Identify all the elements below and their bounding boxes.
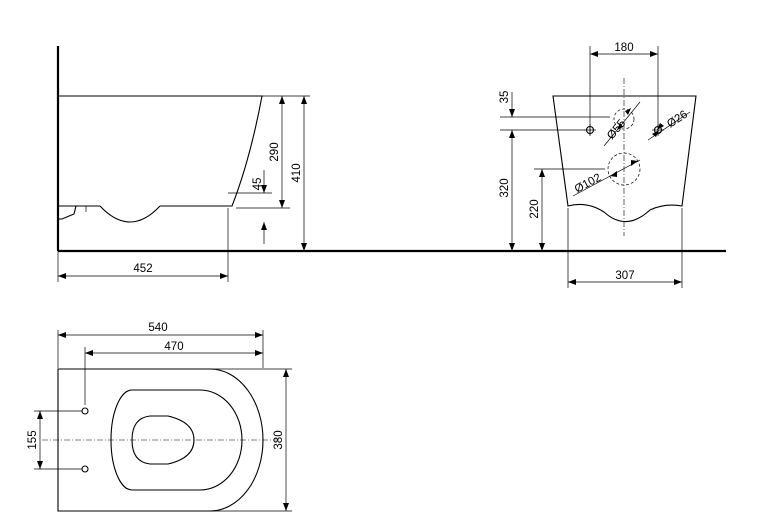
dim-front-bolt-height: 320 — [499, 178, 511, 197]
side-flange — [58, 205, 77, 220]
dim-front-outlet-dia: Ø102 — [573, 172, 603, 196]
top-bolt-lower — [81, 465, 89, 473]
dim-side-outlet: 45 — [252, 178, 264, 191]
front-inlet-circle — [613, 108, 635, 130]
dim-top-bolt-spacing: 155 — [27, 430, 39, 449]
top-outline — [57, 368, 264, 512]
side-view: 452 290 410 45 — [56, 46, 726, 282]
dim-front-bolt-dia: Ø26 — [665, 109, 690, 131]
top-bowl-opening — [131, 415, 195, 465]
dim-front-top-offset: 35 — [499, 91, 511, 104]
dim-top-bolt-to-front: 470 — [164, 341, 183, 353]
dim-side-bowl-height: 290 — [269, 142, 281, 161]
dim-top-width: 380 — [273, 430, 285, 449]
top-rim — [110, 389, 243, 491]
front-bolt-right — [652, 124, 664, 136]
side-outlet-curve — [99, 205, 161, 223]
dim-side-depth: 452 — [133, 263, 152, 275]
side-bowl-outline — [58, 95, 263, 207]
dim-front-outlet-height: 220 — [529, 199, 541, 218]
top-view: 540 470 155 380 — [27, 322, 292, 512]
dim-side-total-height: 410 — [291, 163, 303, 182]
dim-top-length: 540 — [148, 322, 167, 334]
dim-front-bolt-spacing: 180 — [614, 42, 633, 54]
front-bolt-left — [584, 124, 596, 136]
dim-front-inlet-dia: Ø55 — [605, 118, 628, 142]
dim-front-width: 307 — [615, 270, 634, 282]
top-bolt-upper — [81, 407, 89, 415]
front-bowl-outline — [552, 95, 697, 223]
front-outlet-circle — [607, 152, 641, 186]
